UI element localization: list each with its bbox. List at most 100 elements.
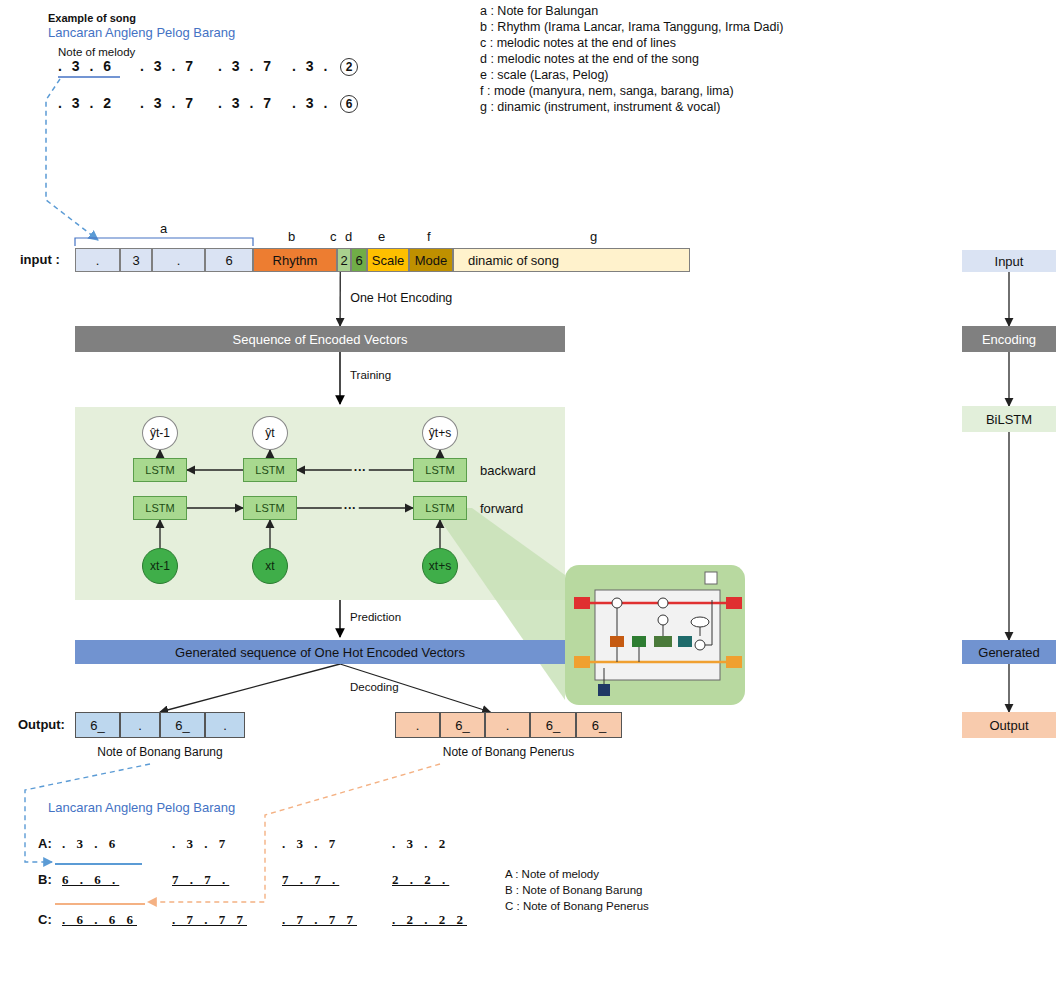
- process-band: Generated sequence of One Hot Encoded Ve…: [75, 640, 565, 664]
- note-cell: .: [485, 712, 530, 738]
- output-circle: ŷt+s: [422, 416, 458, 450]
- connector: [269, 520, 270, 548]
- key-text: a : Note for Balungan: [480, 4, 598, 19]
- end-note: 6: [340, 95, 358, 113]
- direction-label: forward: [480, 501, 523, 517]
- input-circle: xt-1: [142, 548, 178, 584]
- field-letter: e: [378, 229, 385, 245]
- cell-part: [574, 597, 590, 609]
- step-label: Decoding: [350, 681, 399, 695]
- note-cell: 6_: [440, 712, 485, 738]
- end-note: 2: [340, 58, 358, 76]
- caption: Note of melody: [58, 46, 135, 60]
- cell-part: [654, 636, 672, 647]
- cell-part: [658, 598, 668, 608]
- note-group: 7 . 7 .: [282, 872, 339, 888]
- cell-part: [617, 647, 618, 662]
- node-text: Note of Bonang Barung: [75, 745, 245, 759]
- node-text: ŷt-1: [150, 426, 170, 440]
- bracket: [75, 238, 253, 246]
- cell-part: [639, 647, 640, 662]
- field-letter: b: [288, 229, 295, 245]
- row-name: C:: [38, 912, 52, 928]
- output-row: Note of Bonang Penerus.6_.6_6_: [395, 712, 622, 762]
- cell-part: [726, 656, 742, 668]
- key-text: g : dinamic (instrument, instrument & vo…: [480, 100, 720, 115]
- cell-part: [695, 640, 705, 650]
- edge-label: ···: [342, 501, 359, 515]
- output-circle: ŷt-1: [142, 416, 178, 450]
- flow-box: Generated: [962, 640, 1056, 664]
- cell-part: [612, 598, 622, 608]
- node-text: Scale: [372, 253, 405, 268]
- melody-notes: . 3 .: [292, 95, 330, 112]
- connector: [1008, 664, 1009, 712]
- heading: Example of song: [48, 12, 136, 25]
- lstm-box: LSTM: [243, 496, 297, 520]
- input-circle: xt+s: [422, 548, 458, 584]
- node-text: Input: [995, 254, 1024, 269]
- dynamic-cell: dinamic of song: [453, 248, 690, 272]
- balungan-cell: .: [75, 248, 120, 272]
- node-text: 6_: [546, 718, 560, 733]
- cell-part: [632, 636, 646, 647]
- note-group: . 7 . 7 7: [172, 912, 247, 928]
- melody-notes: . 3 . 7: [218, 58, 274, 75]
- cell-part: [678, 636, 692, 647]
- cell-part: [700, 627, 701, 636]
- node-text: LSTM: [255, 464, 284, 476]
- node-text: 6_: [592, 718, 606, 733]
- melody-notes: . 3 . 2: [58, 95, 114, 112]
- step-label: Prediction: [350, 611, 401, 625]
- song-title: Lancaran Angleng Pelog Barang: [48, 800, 235, 816]
- node-text: Encoding: [982, 332, 1036, 347]
- node-text: ŷt+s: [429, 426, 451, 440]
- input-row: input :.3.6Rhythm26ScaleModedinamic of s…: [20, 248, 690, 272]
- lstm-cell: [574, 572, 742, 696]
- node-text: BiLSTM: [986, 412, 1032, 427]
- note-group: . 2 . 2 2: [392, 912, 467, 928]
- node-text: LSTM: [425, 502, 454, 514]
- note-cell: 6_: [160, 712, 205, 738]
- marker-line: [55, 903, 145, 905]
- connector: [187, 469, 243, 470]
- node-text: ŷt: [265, 426, 274, 440]
- lstm-box: LSTM: [133, 496, 187, 520]
- cell-part: [610, 636, 624, 647]
- cell-part: [617, 608, 618, 636]
- mode-cell: Mode: [409, 248, 453, 272]
- node-text: 3: [132, 253, 139, 268]
- key-text: f : mode (manyura, nem, sanga, barang, l…: [480, 84, 734, 99]
- node-text: xt+s: [429, 559, 451, 573]
- node-text: LSTM: [145, 502, 174, 514]
- cell-part: [705, 600, 712, 645]
- zoom-wedge: [432, 508, 565, 700]
- node-text: xt-1: [150, 559, 170, 573]
- cell-part: [726, 597, 742, 609]
- note-cell: 6_: [530, 712, 576, 738]
- note-group: 7 . 7 .: [172, 872, 229, 888]
- note-cell: .: [120, 712, 160, 738]
- key-text: b : Rhythm (Irama Lancar, Irama Tanggung…: [480, 20, 783, 35]
- note-cell: .: [205, 712, 245, 738]
- row-name: A:: [38, 836, 52, 852]
- cell-part: [598, 684, 610, 696]
- song-title: Lancaran Angleng Pelog Barang: [48, 25, 235, 41]
- node-text: .: [96, 253, 100, 268]
- step-label: Training: [350, 369, 391, 383]
- row-name: B:: [38, 872, 52, 888]
- node-text: .: [416, 718, 420, 733]
- flow-box: BiLSTM: [962, 406, 1056, 432]
- arrow: [339, 352, 340, 404]
- cell-part: [658, 615, 668, 625]
- node-text: Output: [989, 718, 1028, 733]
- node-text: LSTM: [145, 464, 174, 476]
- note-group: 2 . 2 .: [392, 872, 449, 888]
- cell-part: [604, 668, 605, 684]
- melody-underline: [58, 76, 120, 78]
- flow-box: Encoding: [962, 326, 1056, 352]
- connector: [339, 272, 340, 326]
- node-text: 2: [340, 253, 347, 268]
- flow-box: Output: [962, 712, 1056, 738]
